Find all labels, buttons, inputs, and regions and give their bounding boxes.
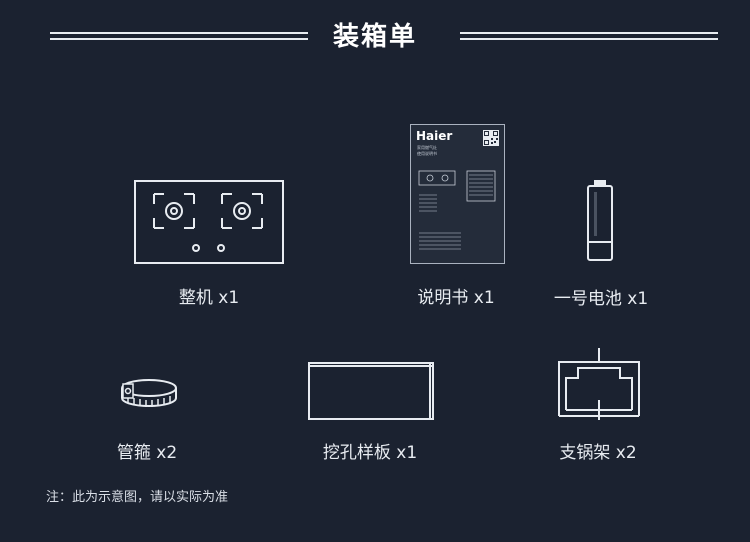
footnote: 注：此为示意图，请以实际为准	[46, 490, 229, 505]
title-rule-left	[50, 32, 308, 40]
pot-support-icon	[558, 348, 640, 420]
page-title: 装箱单	[332, 22, 417, 52]
battery-icon	[587, 180, 613, 261]
manual-line1: 家用燃气灶	[417, 145, 437, 150]
manual-line2: 使用说明书	[417, 151, 437, 156]
item-label-manual: 说明书 x1	[417, 288, 495, 308]
hose-clamp-icon	[121, 379, 177, 407]
item-label-battery: 一号电池 x1	[553, 289, 649, 309]
manual-illustration	[418, 170, 496, 250]
manual-icon: Haier 家用燃气灶 使用说明书	[410, 124, 505, 264]
qr-code-icon	[483, 130, 499, 146]
item-label-template: 挖孔样板 x1	[322, 443, 418, 463]
item-label-stove: 整机 x1	[178, 288, 240, 308]
item-label-clamp: 管箍 x2	[116, 443, 178, 463]
cutout-template-icon	[308, 362, 434, 420]
manual-brand: Haier	[416, 129, 453, 143]
title-rule-right	[460, 32, 718, 40]
gas-stove-icon	[134, 180, 284, 264]
header: 装箱单	[0, 0, 750, 70]
item-label-pot-support: 支锅架 x2	[559, 443, 637, 463]
